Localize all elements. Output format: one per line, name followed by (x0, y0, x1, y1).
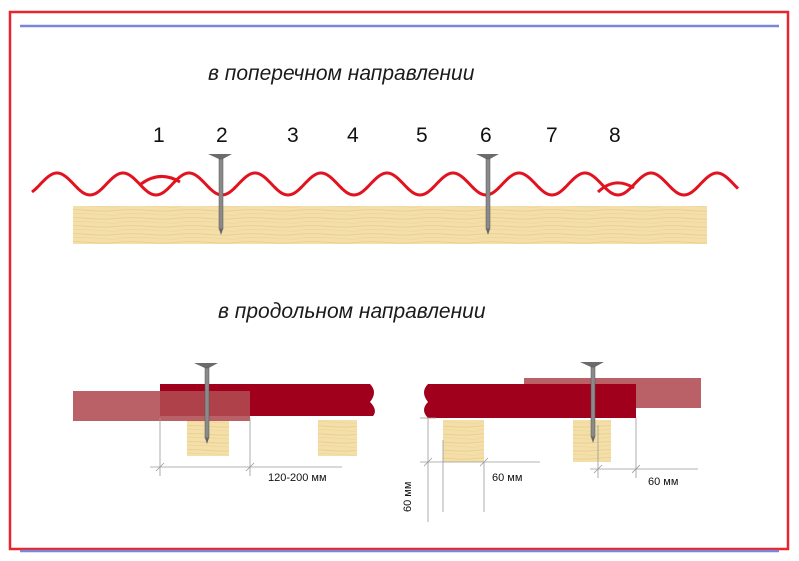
dimension-distance-right-label: 60 мм (648, 476, 679, 488)
rib-label-2: 2 (216, 124, 228, 147)
rib-label-5: 5 (416, 124, 428, 147)
screw-right (580, 362, 604, 443)
dimension-lines-left (150, 418, 342, 476)
screw-rib-2 (208, 154, 232, 235)
timber-batten-left-2 (318, 420, 357, 456)
screw-rib-6 (476, 154, 499, 235)
overlap-marker-right (596, 181, 635, 194)
outer-frame (8, 10, 790, 551)
rib-label-7: 7 (546, 124, 558, 147)
top-sheet-right (424, 384, 636, 418)
overlap-marker-left (140, 175, 181, 186)
title-transverse: в поперечном направлении (208, 62, 475, 85)
rib-label-4: 4 (347, 124, 359, 147)
corrugated-sheet-profile (31, 171, 740, 197)
rib-label-8: 8 (609, 124, 621, 147)
timber-batten-right-1 (443, 420, 484, 462)
lower-sheet-left (73, 391, 250, 421)
rib-label-1: 1 (153, 124, 165, 147)
dimension-distance-vertical-label: 60 мм (402, 481, 414, 512)
timber-batten-transverse (73, 206, 707, 244)
title-longitudinal: в продольном направлении (218, 300, 486, 323)
dimension-lines-right (420, 417, 698, 522)
dimension-overlap-label: 120-200 мм (268, 472, 327, 484)
rib-label-6: 6 (480, 124, 492, 147)
screw-left (194, 363, 218, 444)
rib-label-3: 3 (287, 124, 299, 147)
dimension-distance-left-label: 60 мм (492, 472, 523, 484)
